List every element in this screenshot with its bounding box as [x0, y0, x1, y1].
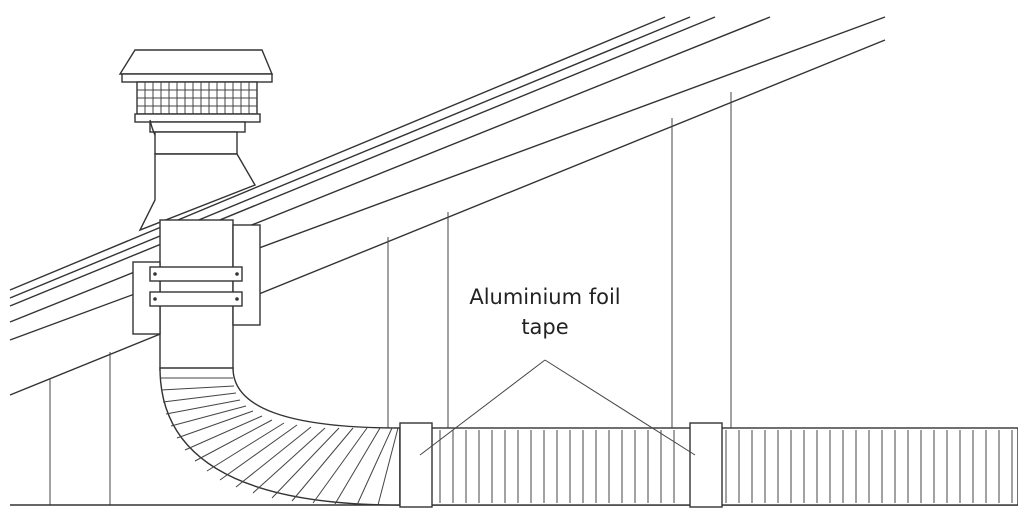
callout-leader-lines [419, 359, 696, 456]
callout-label-line1: Aluminium foil [469, 285, 621, 309]
roof-cap-vent [118, 49, 274, 155]
tape-band-left [399, 422, 433, 508]
vent-grille [137, 82, 257, 114]
flexible-elbow-duct [159, 367, 401, 506]
tape-band-right [689, 422, 723, 508]
callout-label-line2: tape [521, 315, 569, 339]
vertical-duct [132, 219, 261, 371]
callout-label: Aluminium foil tape [455, 282, 635, 342]
roof-flashing [138, 153, 257, 232]
